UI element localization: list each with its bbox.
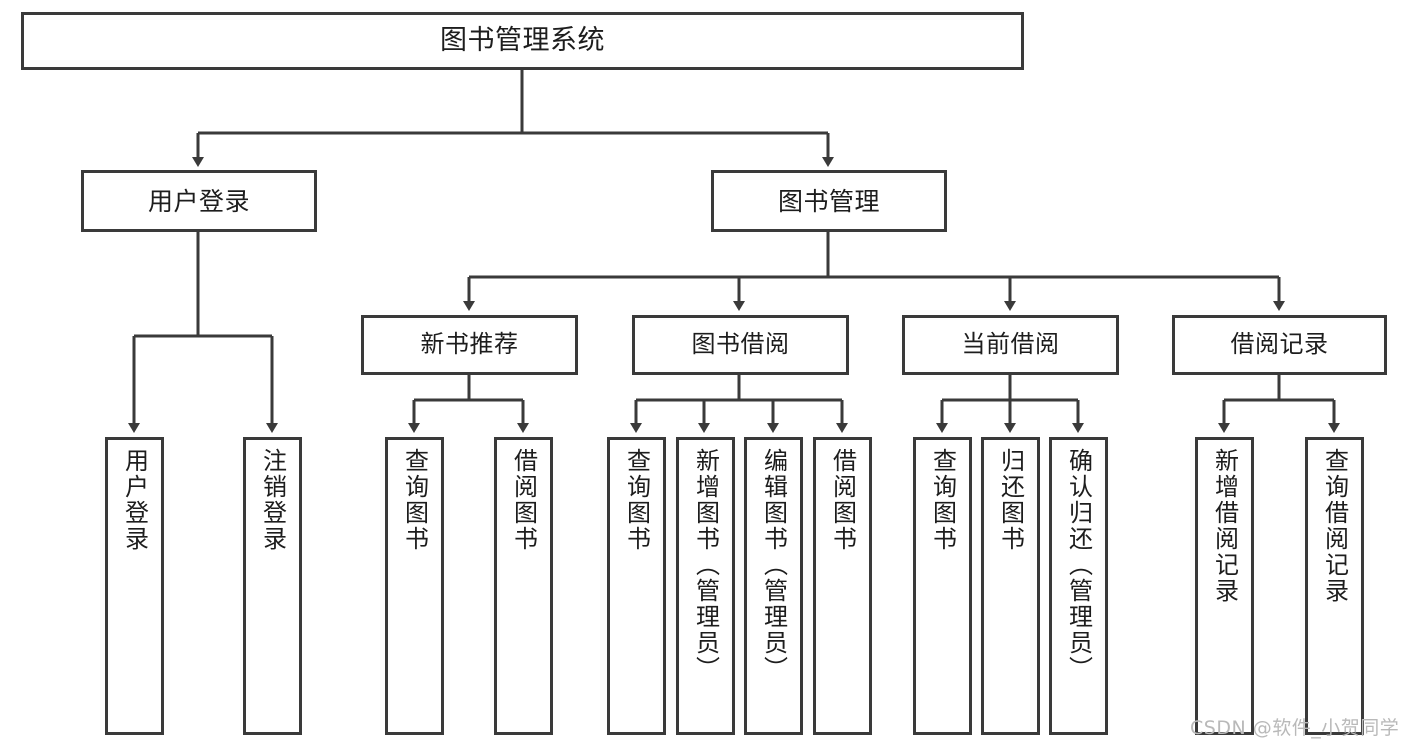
node-leaf-add-book[interactable]: 新增图书（管理员） [676, 437, 735, 735]
node-leaf-confirm-return[interactable]: 确认归还（管理员） [1049, 437, 1108, 735]
node-leaf-logout-login[interactable]: 注销登录 [243, 437, 302, 735]
node-label: 查询图书 [928, 448, 957, 552]
node-label: 用户登录 [147, 186, 250, 216]
csdn-watermark: CSDN @软件_小贺同学 [1190, 717, 1400, 739]
node-leaf-query-book-1[interactable]: 查询图书 [385, 437, 444, 735]
node-label: 编辑图书（管理员） [759, 448, 788, 682]
node-label: 图书管理系统 [440, 25, 605, 57]
node-leaf-borrow-book-2[interactable]: 借阅图书 [813, 437, 872, 735]
node-label: 用户登录 [120, 448, 149, 552]
node-new-book-recommend[interactable]: 新书推荐 [361, 315, 578, 375]
node-label: 当前借阅 [961, 330, 1060, 359]
node-leaf-query-book-3[interactable]: 查询图书 [913, 437, 972, 735]
node-label: 借阅图书 [509, 448, 538, 552]
node-leaf-user-login[interactable]: 用户登录 [105, 437, 164, 735]
node-label: 借阅图书 [828, 448, 857, 552]
node-label: 图书管理 [777, 186, 880, 216]
node-label: 归还图书 [996, 448, 1025, 552]
node-label: 确认归还（管理员） [1064, 448, 1093, 682]
node-leaf-return-book[interactable]: 归还图书 [981, 437, 1040, 735]
node-label: 图书借阅 [691, 330, 790, 359]
node-label: 查询图书 [400, 448, 429, 552]
node-label: 借阅记录 [1230, 330, 1329, 359]
node-book-management[interactable]: 图书管理 [711, 170, 947, 232]
node-label: 新增图书（管理员） [691, 448, 720, 682]
node-label: 注销登录 [258, 448, 287, 552]
node-label: 新增借阅记录 [1210, 448, 1239, 604]
node-borrow-record[interactable]: 借阅记录 [1172, 315, 1387, 375]
node-leaf-query-book-2[interactable]: 查询图书 [607, 437, 666, 735]
node-book-borrow[interactable]: 图书借阅 [632, 315, 849, 375]
node-current-borrow[interactable]: 当前借阅 [902, 315, 1119, 375]
node-label: 新书推荐 [420, 330, 519, 359]
node-leaf-query-record[interactable]: 查询借阅记录 [1305, 437, 1364, 735]
node-label: 查询图书 [622, 448, 651, 552]
node-leaf-borrow-book-1[interactable]: 借阅图书 [494, 437, 553, 735]
node-user-login[interactable]: 用户登录 [81, 170, 317, 232]
node-leaf-edit-book[interactable]: 编辑图书（管理员） [744, 437, 803, 735]
node-leaf-add-record[interactable]: 新增借阅记录 [1195, 437, 1254, 735]
node-book-management-system[interactable]: 图书管理系统 [21, 12, 1024, 70]
node-label: 查询借阅记录 [1320, 448, 1349, 604]
